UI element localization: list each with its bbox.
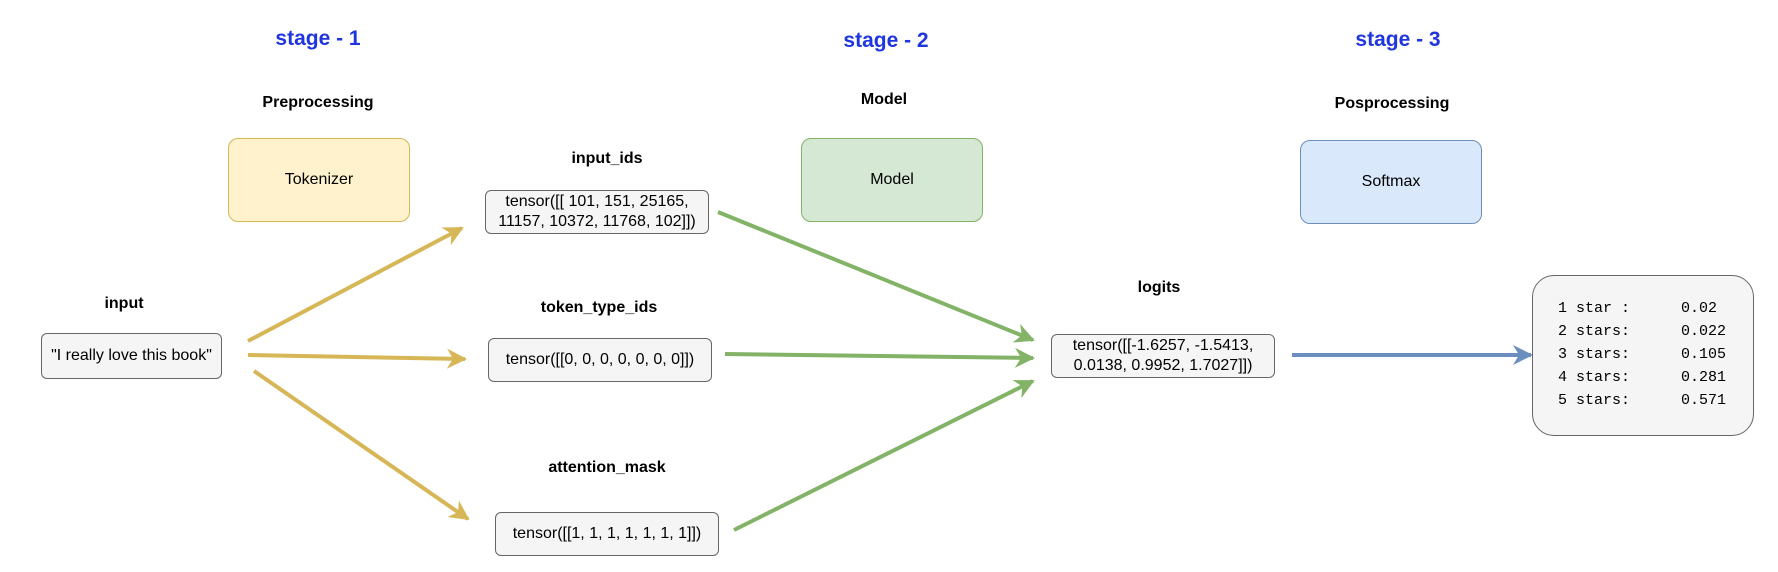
stage-3-title: stage - 3 <box>1355 28 1441 51</box>
probability-row: 5 stars: 0.571 <box>1558 389 1753 412</box>
probability-value: 0.022 <box>1681 323 1727 340</box>
preprocessing-label: Preprocessing <box>262 94 374 111</box>
input-text-value: "I really love this book" <box>51 347 212 364</box>
arrow-input-to-input-ids <box>247 226 464 343</box>
probability-value: 0.02 <box>1681 300 1718 317</box>
arrow-input-to-attention-mask <box>252 369 470 521</box>
input-ids-tensor-line-2: 11157, 10372, 11768, 102]]) <box>498 213 696 230</box>
model-block: Model <box>801 138 983 222</box>
softmax-block-label: Softmax <box>1361 173 1421 190</box>
stage-2-title: stage - 2 <box>843 29 929 52</box>
probability-row: 1 star : 0.02 <box>1558 297 1753 320</box>
input-ids-tensor-line-1: tensor([[ 101, 151, 25165, <box>505 193 689 210</box>
probability-label: 3 stars: <box>1558 346 1631 363</box>
model-block-label: Model <box>870 171 914 188</box>
arrow-token-type-ids-to-logits <box>724 347 1035 368</box>
token-type-ids-label: token_type_ids <box>540 299 658 316</box>
attention-mask-label: attention_mask <box>548 459 666 476</box>
token-type-ids-tensor-value: tensor([[0, 0, 0, 0, 0, 0, 0]]) <box>505 351 695 368</box>
stage-1-title: stage - 1 <box>275 27 361 50</box>
attention-mask-tensor-value: tensor([[1, 1, 1, 1, 1, 1, 1]]) <box>512 525 702 542</box>
logits-tensor-line-2: 0.0138, 0.9952, 1.7027]]) <box>1073 357 1253 374</box>
probability-label: 4 stars: <box>1558 369 1631 386</box>
attention-mask-tensor-box: tensor([[1, 1, 1, 1, 1, 1, 1]]) <box>495 512 719 556</box>
softmax-block: Softmax <box>1300 140 1482 224</box>
token-type-ids-tensor-box: tensor([[0, 0, 0, 0, 0, 0, 0]]) <box>488 338 712 382</box>
input-text-box: "I really love this book" <box>41 333 222 379</box>
probability-value: 0.105 <box>1681 346 1727 363</box>
probability-label: 1 star : <box>1558 300 1631 317</box>
probability-label: 2 stars: <box>1558 323 1631 340</box>
probability-row: 4 stars: 0.281 <box>1558 366 1753 389</box>
input-label: input <box>104 295 144 312</box>
arrow-input-to-token-type-ids <box>247 348 467 369</box>
probability-value: 0.571 <box>1681 392 1727 409</box>
arrow-attention-mask-to-logits <box>733 379 1035 532</box>
tokenizer-block-label: Tokenizer <box>284 171 354 188</box>
probability-value: 0.281 <box>1681 369 1727 386</box>
tokenizer-block: Tokenizer <box>228 138 410 222</box>
logits-tensor-box: tensor([[-1.6257, -1.5413, 0.0138, 0.995… <box>1051 334 1275 378</box>
model-label: Model <box>860 91 908 108</box>
logits-label: logits <box>1137 279 1181 296</box>
input-ids-tensor-box: tensor([[ 101, 151, 25165, 11157, 10372,… <box>485 190 709 234</box>
star-probabilities-box: 1 star : 0.02 2 stars: 0.022 3 stars: 0.105… <box>1532 275 1754 436</box>
input-ids-label: input_ids <box>571 150 643 167</box>
logits-tensor-line-1: tensor([[-1.6257, -1.5413, <box>1072 337 1254 354</box>
probability-row: 2 stars: 0.022 <box>1558 320 1753 343</box>
posprocessing-label: Posprocessing <box>1334 95 1450 112</box>
arrow-input-ids-to-logits <box>717 210 1035 343</box>
probability-label: 5 stars: <box>1558 392 1631 409</box>
probability-row: 3 stars: 0.105 <box>1558 343 1753 366</box>
